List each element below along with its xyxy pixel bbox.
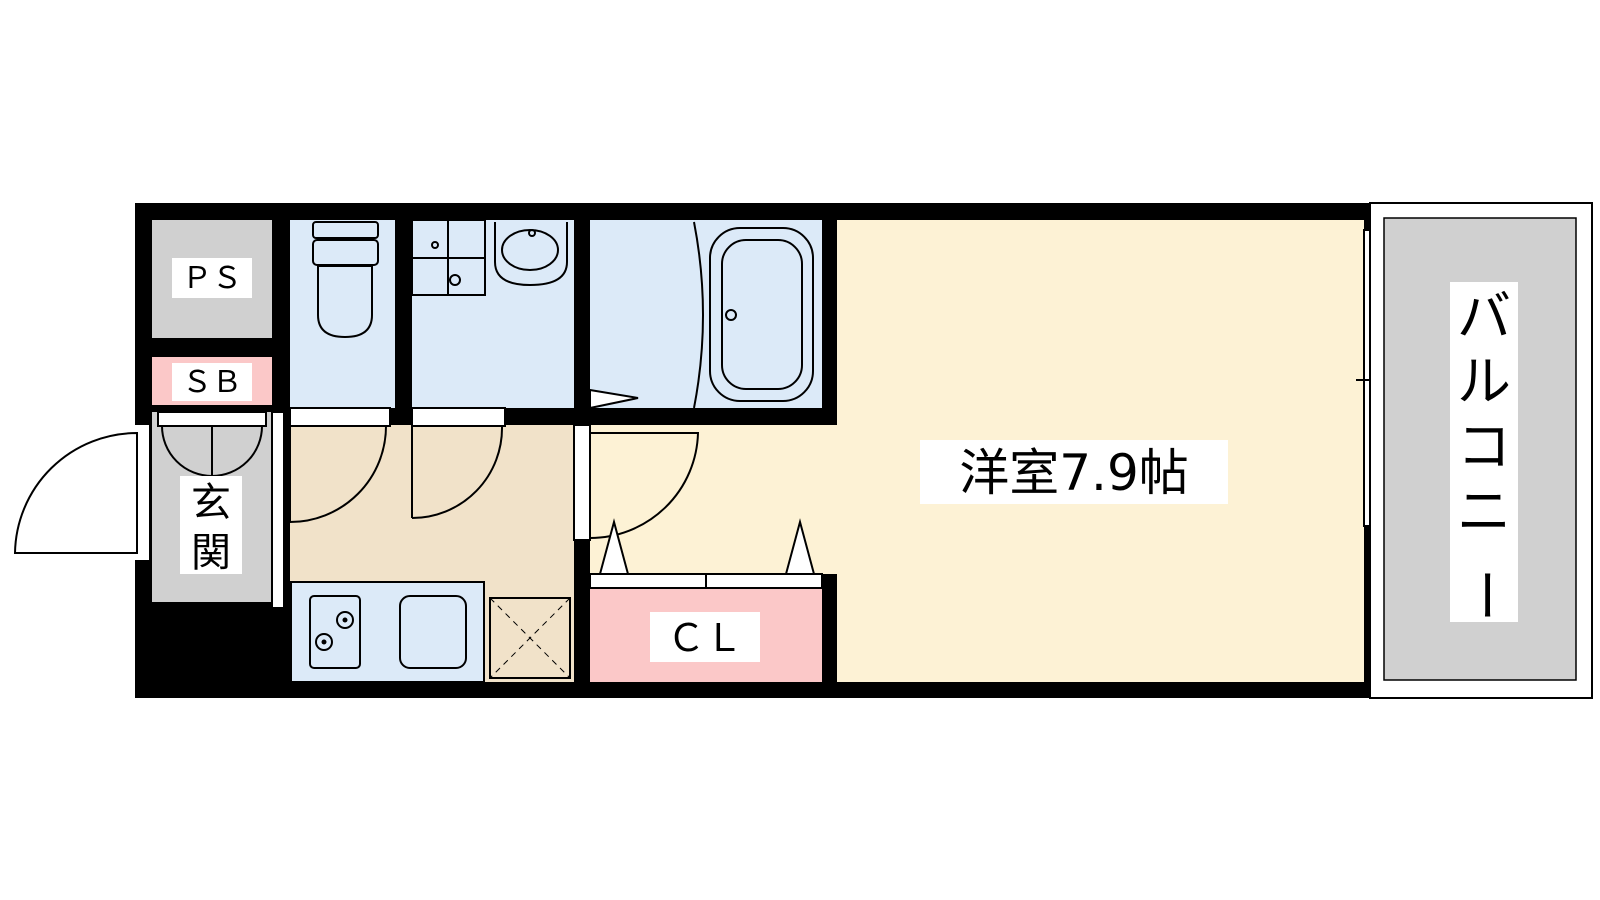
balcony-label: ー (1454, 568, 1517, 622)
ps-label: ＰＳ (182, 261, 242, 296)
burner-icon (336, 611, 354, 629)
balcony-label: ニ (1457, 480, 1511, 543)
shoebox-doors (157, 411, 267, 477)
washbasin-icon (411, 219, 568, 296)
balcony-label: ル (1457, 350, 1511, 413)
toilet-icon (312, 221, 379, 339)
bathroom-door (581, 298, 639, 410)
wall-bath-right (822, 220, 837, 425)
entrance-door (0, 425, 151, 560)
wall-bath-bottom (505, 408, 837, 425)
fridge-space (489, 597, 571, 679)
kitchen-counter (290, 581, 485, 683)
bathtub-icon (693, 221, 814, 409)
balcony-label: コ (1457, 415, 1511, 478)
burner-icon (315, 633, 333, 651)
entrance-label: 玄 (191, 480, 231, 526)
washroom (412, 220, 574, 408)
washroom-door (411, 407, 506, 519)
closet-label: ＣＬ (667, 616, 743, 660)
toilet-room (290, 220, 395, 408)
wall-closet-right (822, 574, 837, 698)
stove (309, 595, 361, 669)
closet-doors (589, 518, 823, 589)
balcony-label: バ (1457, 285, 1511, 348)
sb-label: ＳＢ (182, 365, 242, 400)
bathroom-wet (590, 220, 822, 408)
toilet-door (289, 407, 391, 523)
entrance-label: 関 (191, 530, 231, 576)
wall-closet-left (574, 574, 590, 698)
sink (399, 595, 467, 669)
western-room-label: 洋室7.9帖 (959, 444, 1189, 502)
